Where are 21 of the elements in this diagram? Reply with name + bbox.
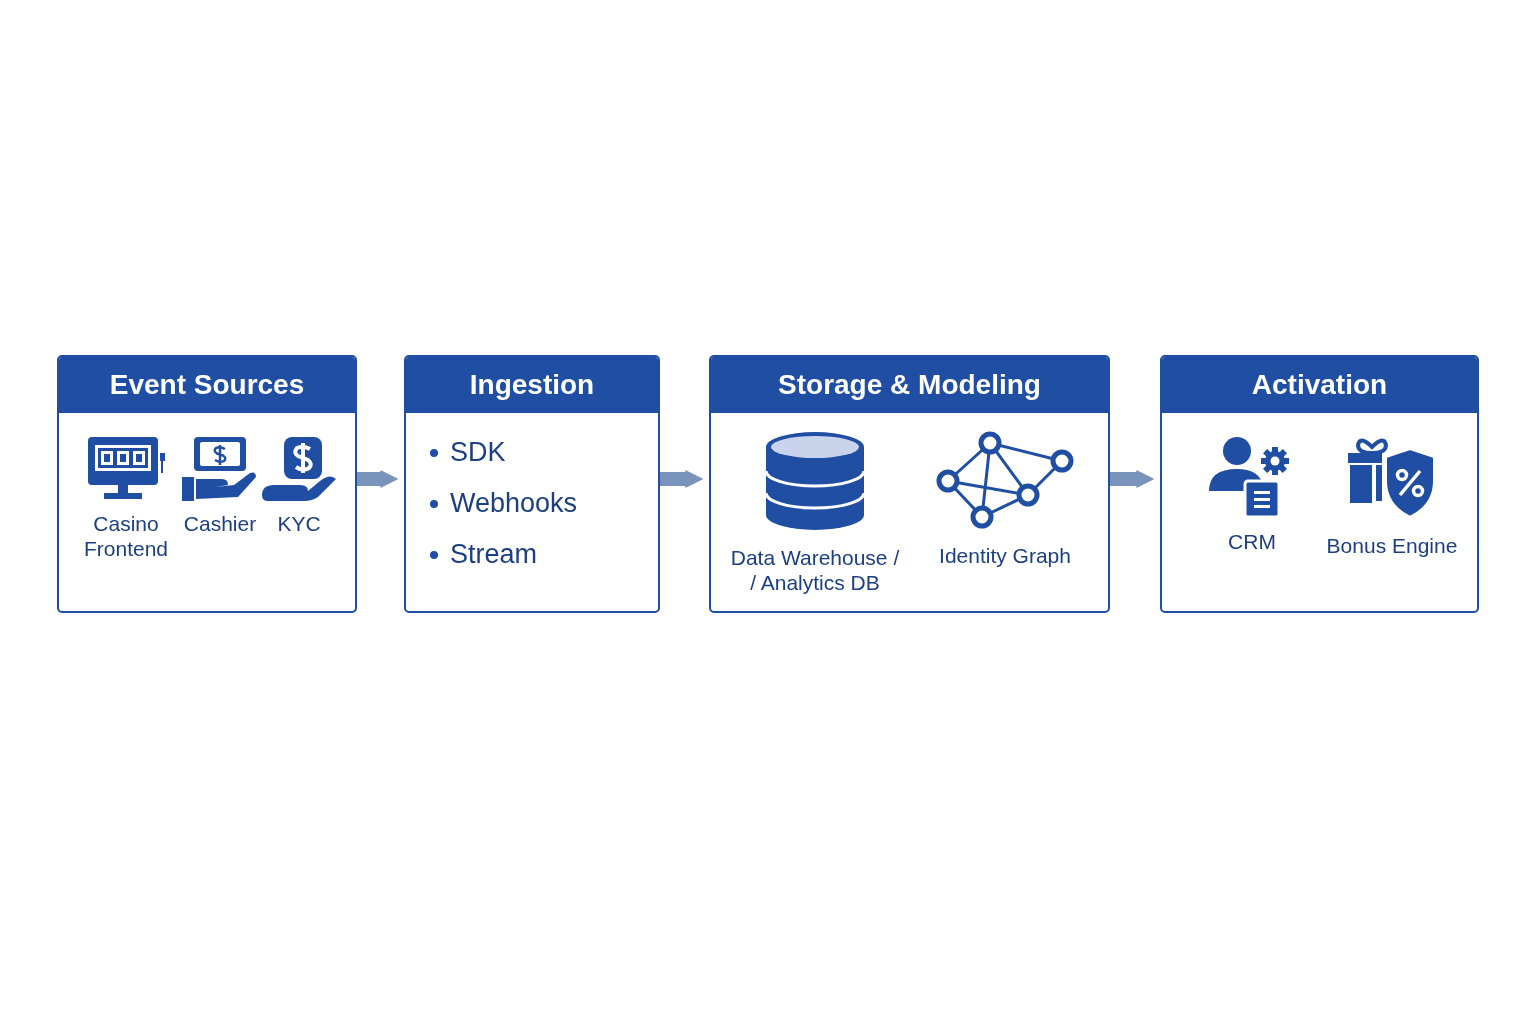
panel-title: Ingestion [406,357,658,413]
item-label: CRM [1227,529,1277,555]
item-label: Casino Frontend [82,511,170,562]
panel-title: Activation [1162,357,1477,413]
stage-panel [1160,355,1479,613]
item-label: KYC [276,511,322,537]
item-label: Data Warehouse / / Analytics DB [729,545,901,596]
stage-panel [57,355,357,613]
stage-panel [709,355,1110,613]
arrow [1110,470,1155,488]
item-label: Identity Graph [938,543,1072,569]
list-item: Webhooks [450,488,578,519]
stage-panel [404,355,660,613]
list-item: SDK [450,437,506,468]
item-label: Cashier [182,511,258,537]
arrow [357,470,399,488]
panel-title: Storage & Modeling [711,357,1108,413]
panel-title: Event Sources [59,357,355,413]
item-label: Bonus Engine [1325,533,1459,559]
arrow [660,470,704,488]
list-item: Stream [450,539,538,570]
